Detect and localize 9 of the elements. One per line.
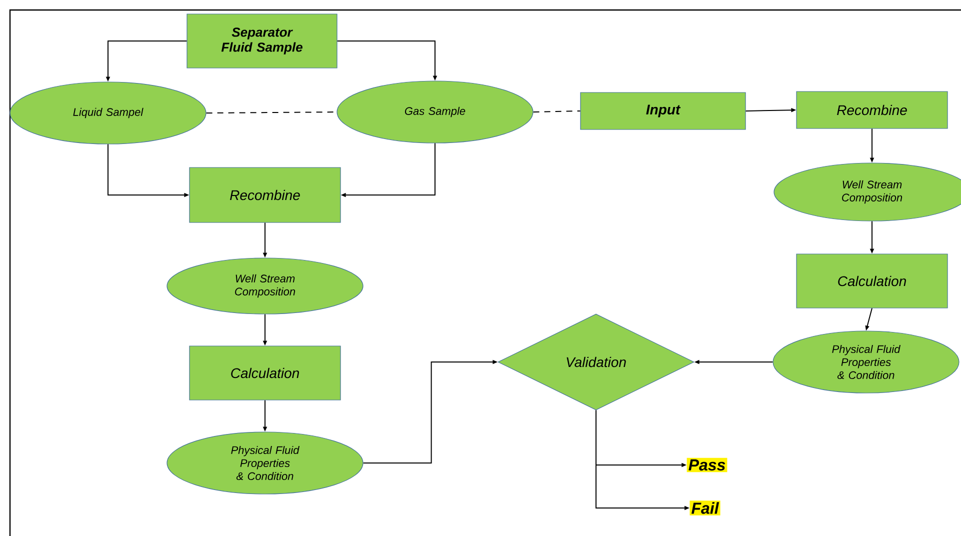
process-box: Recombine [189,167,341,223]
process-box: Calculation [189,346,341,400]
result-label: Pass [686,458,728,472]
process-box: Input [580,92,746,130]
process-box: Separator Fluid Sample [186,14,338,68]
process-box: Recombine [796,91,948,129]
dashed-connector [532,110,581,112]
result-label: Fail [690,500,720,516]
process-box: Calculation [796,254,948,308]
